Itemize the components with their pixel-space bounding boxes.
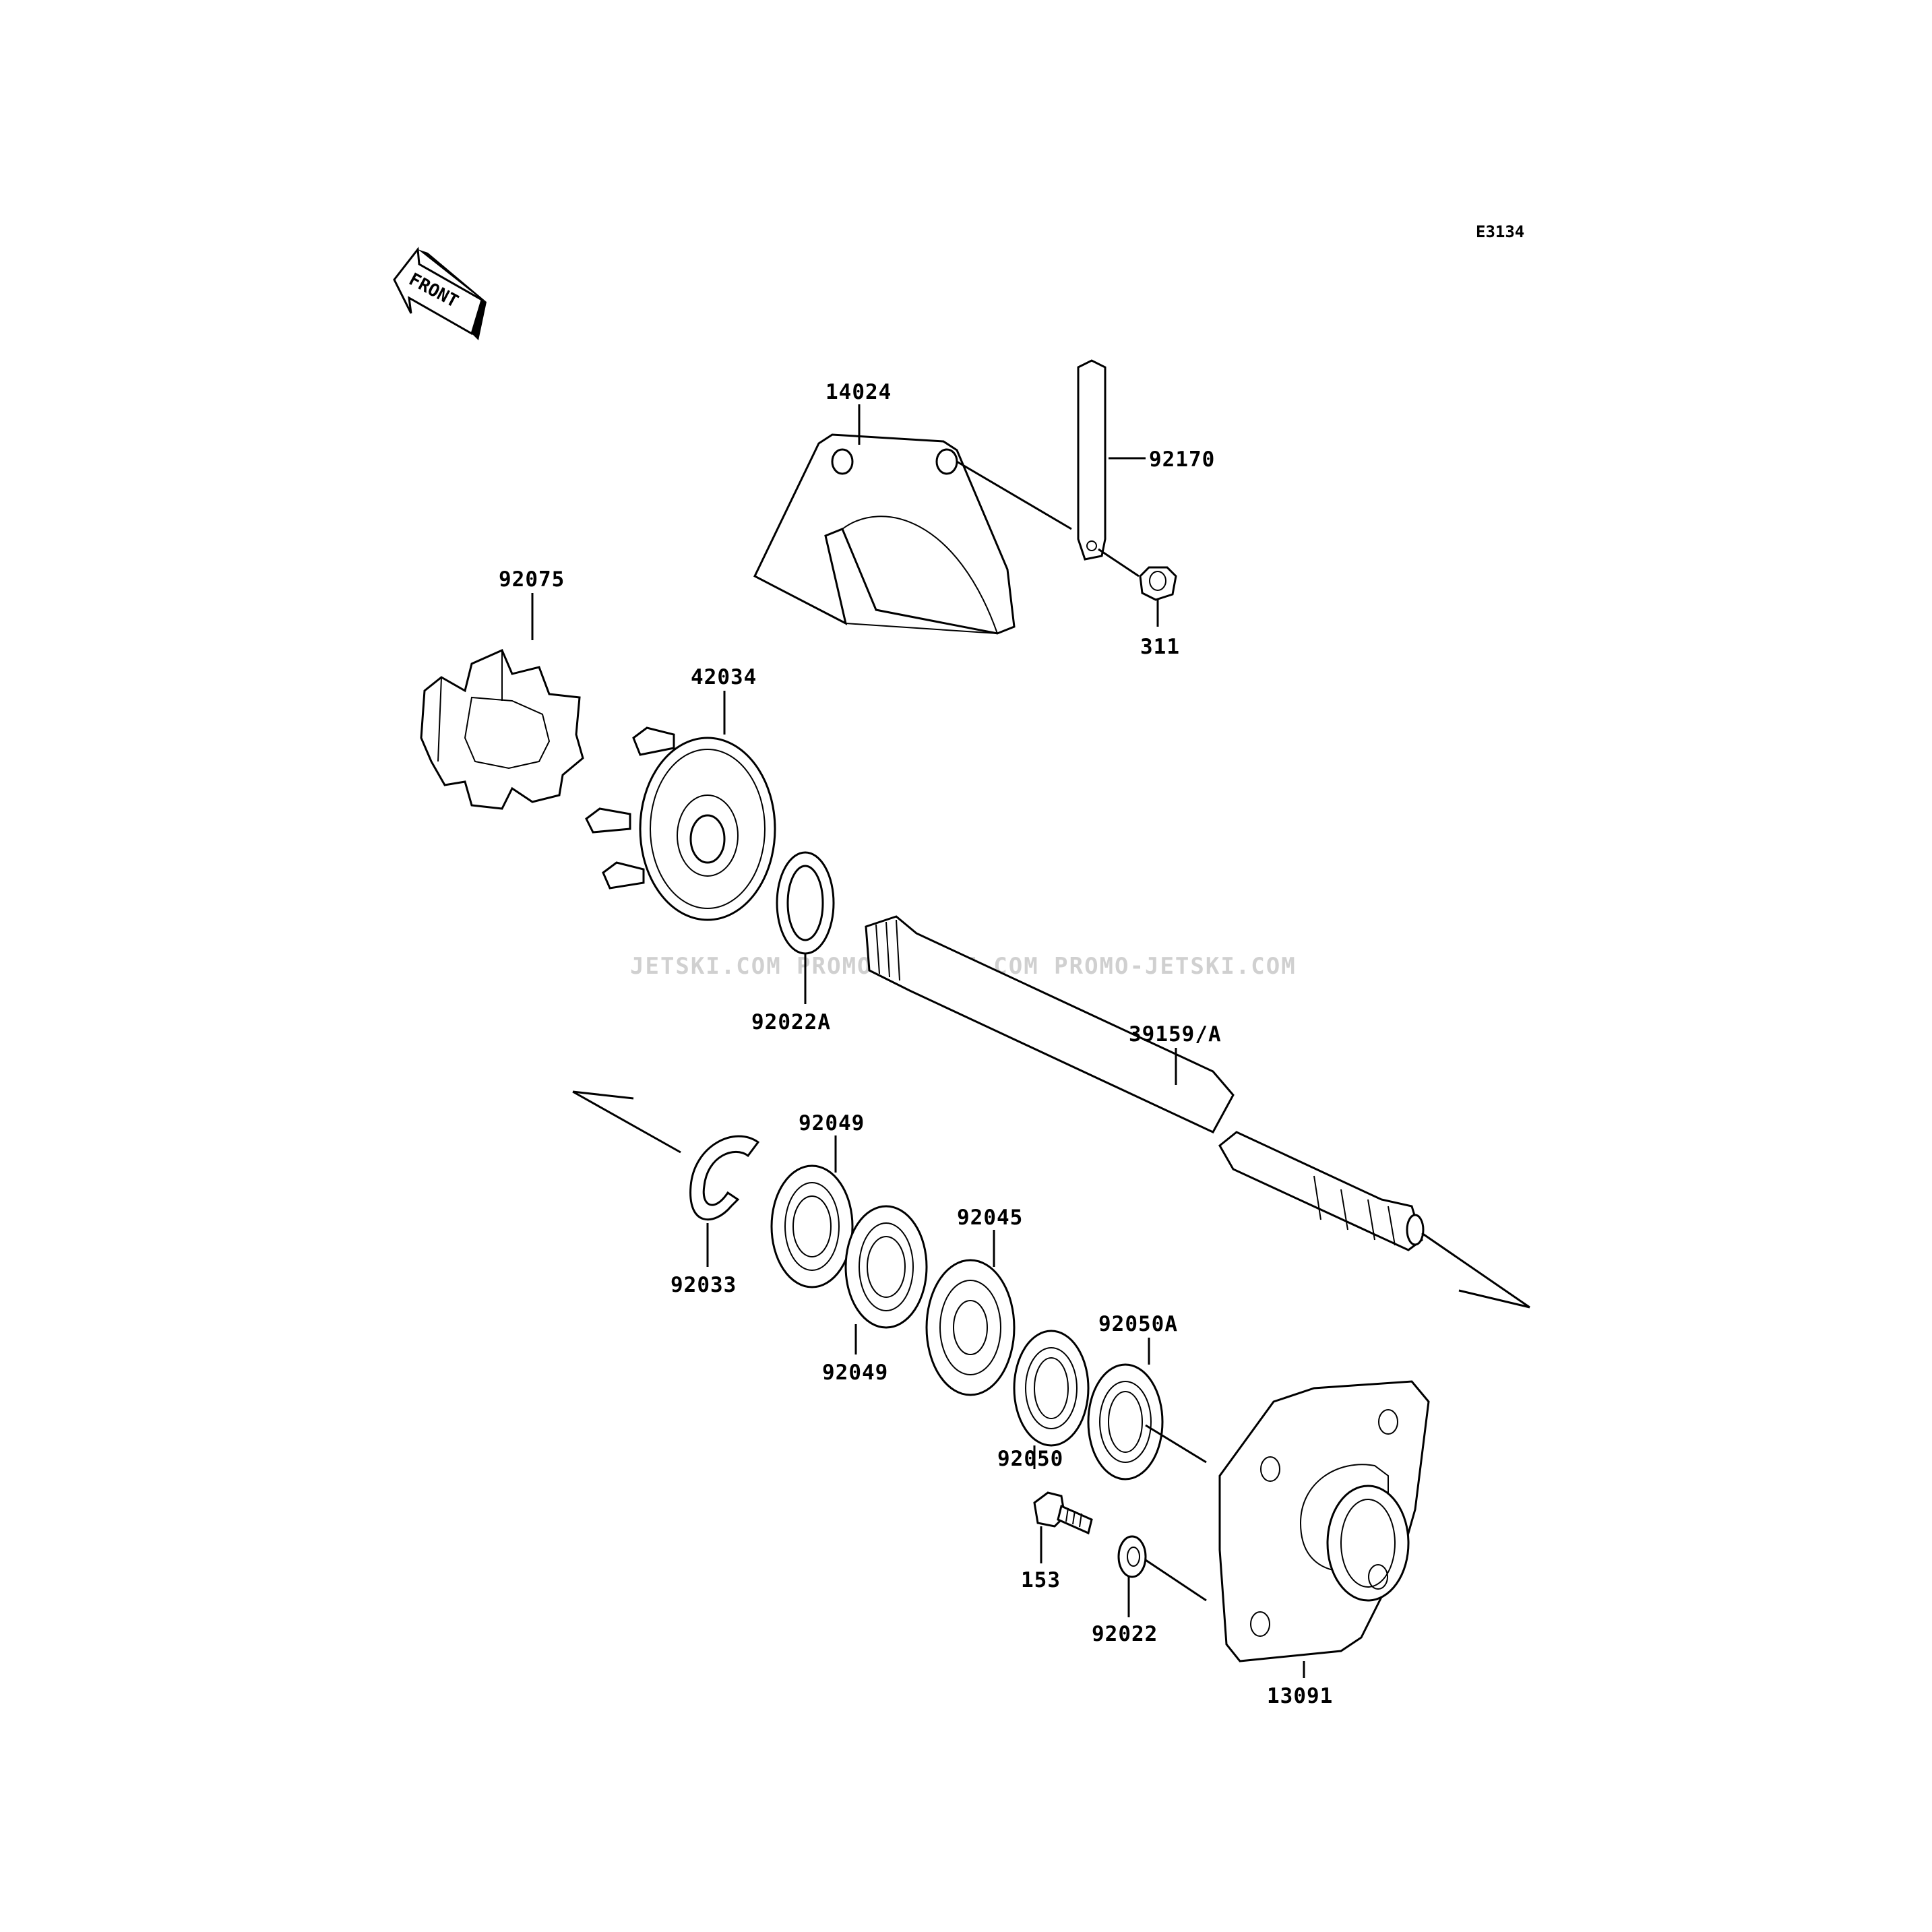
- washer-part: [1117, 1535, 1147, 1578]
- diagram-code: E3134: [1476, 222, 1524, 241]
- part-label: 92049: [799, 1111, 865, 1135]
- front-arrow-icon: FRONT: [393, 247, 487, 340]
- bearing-part: [770, 1164, 854, 1288]
- part-label: 92050: [997, 1447, 1063, 1471]
- part-label: 92045: [957, 1206, 1023, 1230]
- part-label: 92050A: [1098, 1312, 1178, 1336]
- part-label: 92033: [671, 1273, 737, 1297]
- part-label: 13091: [1267, 1684, 1333, 1708]
- circlip-part: [689, 1135, 760, 1221]
- bearing-housing-part: [1218, 1380, 1430, 1662]
- part-label: 92075: [499, 567, 565, 592]
- oil-seal-part: [1013, 1330, 1090, 1447]
- part-label: 39159/A: [1129, 1022, 1222, 1047]
- part-label: 92022A: [751, 1010, 831, 1034]
- pump-cover-part: [753, 433, 1016, 635]
- drive-shaft-part: [865, 915, 1425, 1251]
- part-label: 14024: [825, 380, 892, 404]
- oil-seal-part: [1087, 1363, 1164, 1481]
- damper-part: [420, 649, 584, 810]
- part-label: 153: [1021, 1568, 1061, 1592]
- part-label: 92170: [1149, 447, 1215, 472]
- bearing-part: [844, 1205, 928, 1329]
- bearing-part: [925, 1259, 1016, 1396]
- washer-part: [776, 851, 835, 955]
- part-label: 92022: [1092, 1622, 1158, 1646]
- part-label: 311: [1140, 635, 1180, 659]
- leader-lines: [531, 404, 1305, 1678]
- part-label: 42034: [691, 665, 757, 689]
- bolt-part: [1033, 1491, 1093, 1535]
- strap-part: [1077, 359, 1107, 561]
- part-label: 92049: [822, 1361, 888, 1385]
- nut-part: [1139, 566, 1177, 601]
- coupler-part: [585, 726, 776, 921]
